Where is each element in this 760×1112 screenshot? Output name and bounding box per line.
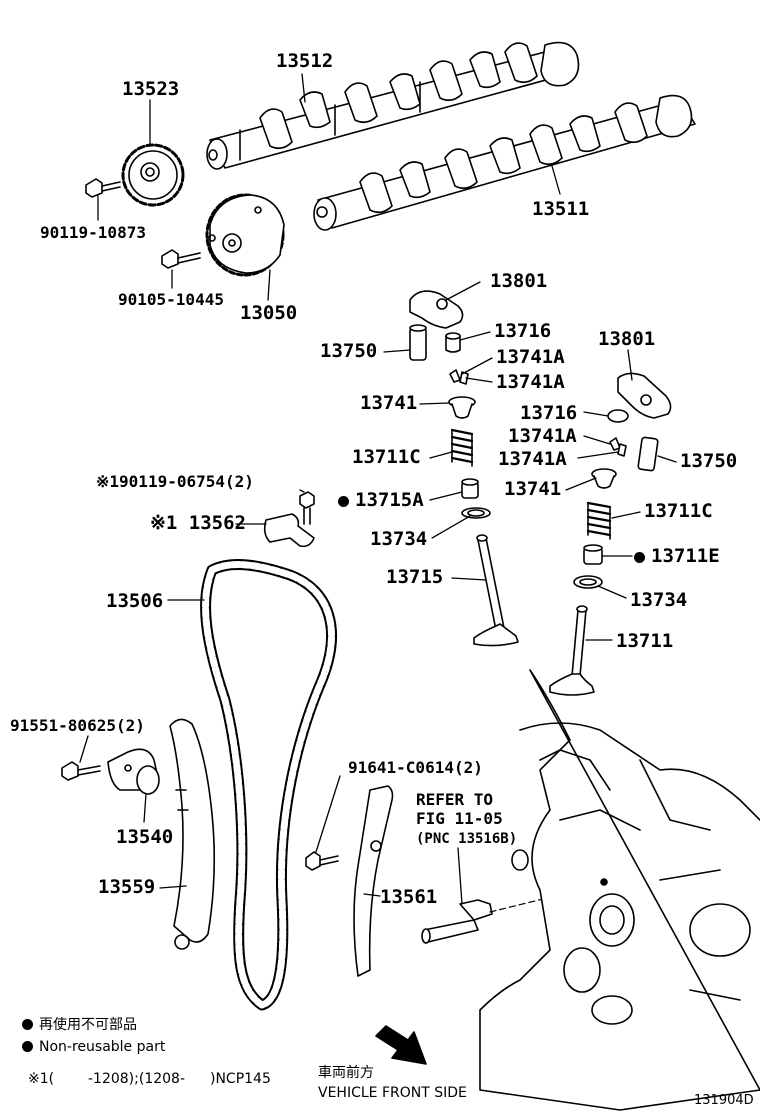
label-13506: 13506 [106,590,164,612]
vvt-gear-13050 [205,193,285,277]
bolt-90119-10873 [85,178,121,198]
refer-note-line1: REFER TO [416,790,494,809]
spring-seat-13734-left [461,507,491,519]
label-13734-left: 13734 [370,528,428,550]
rocker-arm-13801-left [409,290,464,329]
label-90105-10445: 90105-10445 [118,290,224,309]
label-13741A-left-1: 13741A [496,346,565,368]
legend-dot [22,1019,33,1030]
legend-jp-text: 再使用不可部品 [39,1017,137,1033]
camshaft-13512 [206,41,580,170]
label-13711C-left: 13711C [352,446,421,468]
camshaft-13511 [313,94,696,231]
label-13523: 13523 [122,78,180,100]
valve-spring-13711C-left [450,428,474,467]
label-13716-left: 13716 [494,320,552,342]
spring-retainer-13741-left [448,396,476,419]
bolt-90119-06754 [299,491,315,525]
label-13540: 13540 [116,826,174,848]
spring-seat-13734-right [573,575,603,589]
label-13716-right: 13716 [520,402,578,424]
chain-guide-13561 [353,785,394,977]
label-13741A-right-1: 13741A [508,425,577,447]
label-13715: 13715 [386,566,444,588]
label-13741A-left-2: 13741A [496,371,565,393]
label-13741-left: 13741 [360,392,418,414]
label-13715A: 13715A [338,491,424,510]
label-13750-left: 13750 [320,340,378,362]
lash-adjuster-13750-left [409,324,427,361]
valve-keepers-13741A-left [449,369,469,385]
label-13801-right: 13801 [598,328,656,350]
non-reusable-dot [634,552,645,563]
label-13512: 13512 [276,50,334,72]
label-13741A-right-2: 13741A [498,448,567,470]
label-13511: 13511 [532,198,590,220]
label-13711E-text: 13711E [651,545,720,567]
label-13711C-right: 13711C [644,500,713,522]
sprocket-13523 [121,143,185,207]
legend-non-reusable-en: Non-reusable part [22,1040,165,1054]
label-13750-right: 13750 [680,450,738,472]
bolt-90105-10445 [161,249,201,269]
valve-spring-13711C-right [586,501,612,540]
label-90119-06754: ※190119-06754(2) [96,472,254,491]
note-model: )NCP145 [210,1071,271,1087]
valve-seal-13711E [583,544,603,565]
label-13741-right: 13741 [504,478,562,500]
note-range: -1208);(1208- [88,1071,186,1087]
valve-stem-cap-13716-right [607,409,629,423]
valve-seal-13715A [461,478,479,499]
label-13715A-text: 13715A [355,489,424,511]
legend-en-text: Non-reusable part [39,1039,166,1055]
intake-valve-13711 [549,605,595,696]
label-91641-C0614: 91641-C0614(2) [348,758,483,777]
legend-dot [22,1041,33,1052]
exhaust-valve-13715 [473,534,519,647]
bolt-91551-80625 [61,761,101,781]
front-label-en: VEHICLE FRONT SIDE [318,1085,467,1101]
label-90119-10873: 90119-10873 [40,223,146,242]
timing-chain-13506 [200,559,337,1011]
label-13734-right: 13734 [630,589,688,611]
label-13711E: 13711E [634,547,720,566]
valve-keepers-13741A-right [609,437,627,457]
label-13559: 13559 [98,876,156,898]
chain-guide-13562 [263,513,315,548]
front-label-jp: 車両前方 [318,1065,374,1081]
chain-tensioner-13540 [107,748,160,795]
refer-note-line2: FIG 11-05 [416,809,503,828]
spring-retainer-13741-right [591,468,617,489]
non-reusable-dot [338,496,349,507]
label-13561: 13561 [380,886,438,908]
tensioner-slipper-13559 [169,718,216,950]
label-13801-left: 13801 [490,270,548,292]
engine-block [479,669,760,1111]
label-13562: ※1 13562 [150,512,246,534]
figure-code: 131904D [694,1093,754,1108]
label-13711: 13711 [616,630,674,652]
rocker-arm-13801-right [617,372,672,419]
lash-adjuster-13750-right [637,436,659,472]
refer-note-line3: (PNC 13516B) [416,831,518,847]
label-91551-80625: 91551-80625(2) [10,716,145,735]
legend-non-reusable-jp: 再使用不可部品 [22,1018,137,1032]
oil-jet-13516B [421,883,605,944]
vehicle-front-arrow [375,1025,427,1065]
leader-lines [79,73,677,905]
note-mark: ※1( [28,1071,55,1087]
bolt-91641-C0614 [305,851,339,871]
valve-stem-cap-13716-left [445,332,461,353]
label-13050: 13050 [240,302,298,324]
